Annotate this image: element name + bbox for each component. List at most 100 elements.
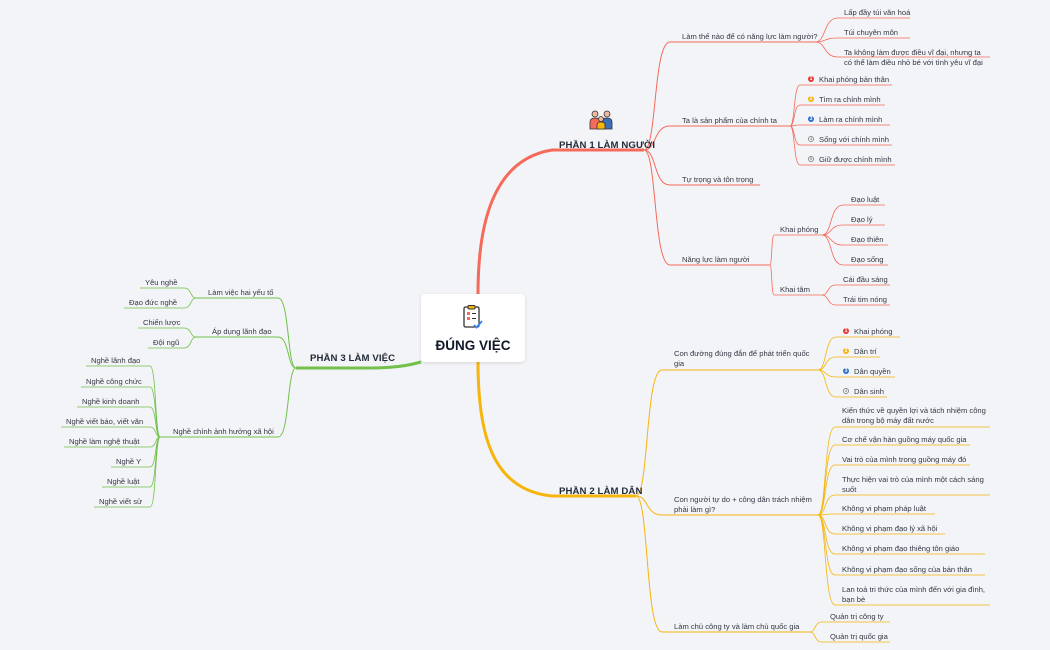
part1-b3-label[interactable]: Tự trọng và tôn trọng: [682, 175, 754, 184]
part2-b2-leaf-line: [817, 444, 970, 516]
part1-b1-item[interactable]: Ta không làm được điều vĩ đại, nhưng ta …: [844, 48, 983, 67]
part1-b1-item[interactable]: Lấp đầy túi văn hoá: [844, 8, 911, 17]
part1-branch-line: [643, 149, 760, 186]
part1-title[interactable]: PHẦN 1 LÀM NGƯỜI: [559, 140, 656, 151]
priority-4-icon: 4: [843, 388, 849, 394]
part2-b3-leaf-line: [809, 631, 890, 643]
part2-b2-item[interactable]: Vai trò của mình trong guồng máy đó: [842, 455, 967, 464]
part1-b4-leaf-line: [821, 284, 890, 296]
part1-b4-khai-tam[interactable]: Khai tâm: [780, 285, 810, 294]
part2-b2-leaf-line: [817, 494, 990, 516]
part1-b4-khai-phong-item[interactable]: Đạo thiên: [851, 235, 884, 244]
part2-b1-leaf-line: [817, 369, 887, 398]
part3-b3-item[interactable]: Nghề Y: [116, 457, 142, 466]
part2-b2-item[interactable]: Không vi phạm đạo sống của bản thân: [842, 565, 973, 574]
part3-b3-item[interactable]: Nghề làm nghệ thuật: [69, 437, 140, 446]
part3-b3-item[interactable]: Nghề công chức: [86, 377, 142, 386]
part2-b1-leaf-line: [817, 356, 880, 371]
part1-b2-item[interactable]: Sống với chính mình: [819, 135, 889, 144]
part3-b2-item[interactable]: Đội ngũ: [153, 338, 180, 347]
part2-b2-item[interactable]: Không vi phạm đạo thiêng tôn giáo: [842, 544, 960, 553]
part2-b2-label[interactable]: Con người tự do + công dân trách nhiệm p…: [674, 495, 812, 514]
part2-branch-line: [635, 369, 818, 497]
part1-b2-item[interactable]: Khai phóng bản thân: [819, 75, 890, 84]
part1-b1-leaf-line: [814, 41, 990, 58]
part3-b2-item[interactable]: Chiến lược: [143, 318, 181, 327]
part2-b1-leaf-line: [817, 336, 900, 371]
part2-branch-line: [635, 495, 818, 516]
priority-1-icon: 1: [843, 328, 849, 334]
part2-b1-item[interactable]: Dân sinh: [854, 387, 884, 396]
part3-b2-label[interactable]: Áp dụng lãnh đạo: [212, 327, 272, 336]
part2-b1-item[interactable]: Dân trí: [854, 347, 877, 356]
part3-b3-item[interactable]: Nghề lãnh đạo: [91, 356, 141, 365]
priority-1-icon: 1: [808, 76, 814, 82]
part2-b3-label[interactable]: Làm chủ công ty và làm chủ quốc gia: [674, 622, 800, 631]
priority-2-icon: 2: [808, 96, 814, 102]
part3-branch-line: [196, 297, 297, 369]
part3-b1-item[interactable]: Yêu nghề: [145, 278, 178, 287]
part3-b1-leaf-line: [140, 287, 197, 299]
part1-b4-label[interactable]: Năng lực làm người: [682, 255, 750, 264]
part1-b2-item[interactable]: Tìm ra chính mình: [819, 95, 881, 104]
priority-2-icon: 2: [843, 348, 849, 354]
part3-b3-label[interactable]: Nghề chính ảnh hưởng xã hội: [173, 427, 274, 436]
part2-main-line: [476, 361, 636, 498]
part2-b2-leaf-line: [817, 464, 970, 516]
part2-b2-leaf-line: [817, 513, 935, 516]
part3-b3-item[interactable]: Nghề kinh doanh: [82, 397, 140, 406]
part1-b4-khai-tam-item[interactable]: Trái tim nóng: [843, 295, 888, 304]
priority-3-icon: 3: [808, 116, 814, 122]
part3-b3-item[interactable]: Nghề viết báo, viết văn: [66, 417, 144, 426]
part1-b4-leaf-line: [821, 234, 888, 246]
part3-b3-leaf-line: [61, 426, 161, 438]
part2-b2-item[interactable]: Cơ chế vận hàn guồng máy quốc gia: [842, 435, 967, 444]
part2-b2-item[interactable]: Không vi phạm đạo lý xã hội: [842, 524, 938, 533]
part3-main-line: [296, 360, 422, 370]
part3-title[interactable]: PHẦN 3 LÀM VIỆC: [310, 353, 396, 364]
part1-b1-leaf-line: [814, 37, 910, 43]
part1-b4-khai-phong-item[interactable]: Đạo sống: [851, 255, 884, 264]
part1-b4-sub-line: [769, 264, 822, 296]
part1-b2-label[interactable]: Ta là sản phẩm của chính ta: [682, 116, 777, 125]
part2-b2-item[interactable]: Kiến thức về quyền lợi và tách nhiệm côn…: [842, 406, 986, 425]
part3-b2-leaf-line: [138, 327, 197, 338]
part3-b3-item[interactable]: Nghề viết sử: [99, 497, 143, 506]
part1-b4-khai-tam-item[interactable]: Cái đầu sáng: [843, 275, 888, 284]
part1-b4-leaf-line: [821, 234, 888, 266]
part1-b4-khai-phong[interactable]: Khai phóng: [780, 225, 819, 234]
part2-b3-item[interactable]: Quản trị công ty: [830, 612, 884, 621]
part2-b1-item[interactable]: Dân quyền: [854, 367, 891, 376]
part3-b1-item[interactable]: Đạo đức nghề: [129, 298, 178, 307]
part2-b1-item[interactable]: Khai phóng: [854, 327, 893, 336]
central-topic[interactable]: ĐÚNG VIỆC: [421, 294, 525, 362]
part1-b1-leaf-line: [814, 17, 910, 43]
part1-b4-leaf-line: [821, 204, 885, 236]
part2-b1-label[interactable]: Con đường đúng đắn để phát triển quốc gi…: [674, 349, 810, 368]
part1-b4-leaf-line: [821, 294, 890, 306]
part1-b2-item[interactable]: Làm ra chính mình: [819, 115, 883, 124]
part1-b2-leaf-line: [789, 84, 892, 127]
part2-title[interactable]: PHẦN 2 LÀM DÂN: [559, 486, 643, 497]
part2-branch-line: [635, 495, 810, 633]
part1-branch-line: [643, 125, 790, 151]
part2-b2-item[interactable]: Không vi phạm pháp luật: [842, 504, 927, 513]
part3-b3-item[interactable]: Nghề luật: [107, 477, 140, 486]
part2-b3-leaf-line: [809, 621, 890, 633]
part2-b2-item[interactable]: Thực hiện vai trò của mình một cách sáng…: [842, 475, 984, 494]
people-icon: [586, 108, 616, 135]
part3-b1-label[interactable]: Làm việc hai yếu tố: [208, 288, 274, 297]
part1-b4-leaf-line: [821, 224, 885, 236]
part1-b1-label[interactable]: Làm thế nào để có năng lực làm người?: [682, 32, 818, 41]
part2-b2-item[interactable]: Lan toả tri thức của mình đến với gia đì…: [842, 585, 986, 604]
part2-b3-item[interactable]: Quản trị quốc gia: [830, 632, 888, 641]
part1-b4-khai-phong-item[interactable]: Đạo lý: [851, 215, 873, 224]
priority-3-icon: 3: [843, 368, 849, 374]
part1-b4-khai-phong-item[interactable]: Đạo luật: [851, 195, 880, 204]
part1-main-line: [476, 148, 644, 295]
part1-b1-item[interactable]: Túi chuyên môn: [844, 28, 899, 37]
part1-b2-item[interactable]: Giữ được chính mình: [819, 155, 892, 164]
part1-b2-leaf-line: [789, 125, 895, 166]
part3-b2-leaf-line: [148, 336, 197, 349]
